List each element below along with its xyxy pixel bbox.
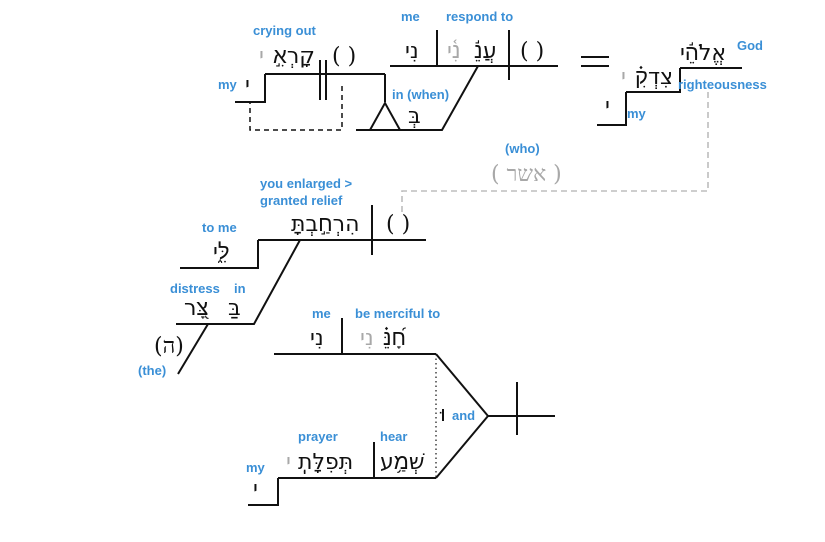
heb-distress: צָּ֭ר: [184, 296, 209, 321]
gloss-in-4: in: [234, 281, 246, 296]
gloss-enlarged-1: you enlarged >: [260, 176, 353, 191]
gloss-righteousness: righteousness: [678, 77, 767, 92]
heb-crying-out: קָרְאִ֣: [273, 44, 315, 69]
heb-my-6: י: [253, 477, 258, 502]
in-distress-diagonal: [176, 239, 301, 325]
heb-prayer-suffix: י: [286, 450, 291, 475]
conjunction-upper-branch: [435, 353, 489, 417]
relative-connector: [401, 92, 709, 212]
subject-placeholder-1: ( ): [332, 44, 356, 69]
heb-crying-suffix: י: [259, 44, 264, 69]
heb-prep-be: בְּ: [408, 104, 421, 129]
conjunction-lower-branch: [435, 415, 489, 479]
gloss-me-merciful: me: [312, 306, 331, 321]
clause-merciful: me be merciful to נִי נִי חָ֝נֵּ֗: [274, 306, 440, 355]
gloss-god: God: [737, 38, 763, 53]
heb-god: אֱלֹהֵ֬י: [680, 41, 726, 66]
clause-enlarged: you enlarged > granted relief הִרְחַ֣בְת…: [138, 176, 426, 378]
gloss-my-6: my: [246, 460, 266, 475]
righteousness-step: [626, 68, 681, 93]
gloss-my-1: my: [218, 77, 238, 92]
triangle-marker: [368, 100, 402, 131]
heb-hear: שְׁמַ֥ע: [380, 450, 425, 475]
gloss-the: (the): [138, 363, 166, 378]
heb-and: וּ: [439, 402, 446, 427]
conjunction-and: וּ and: [435, 353, 555, 479]
gloss-hear: hear: [380, 429, 407, 444]
gloss-my-3: my: [627, 106, 647, 121]
heb-righteousness-suffix: י: [621, 65, 626, 90]
heb-merciful-suffix: נִי: [360, 326, 374, 351]
subject-placeholder-4: ( ): [386, 212, 410, 237]
heb-respond: עֲנֵ֬: [474, 39, 497, 64]
heb-enlarged: הִרְחַ֣בְתָּ: [291, 212, 359, 237]
heb-asher: ( אשר ): [491, 162, 562, 187]
dashed-connector: [249, 86, 343, 131]
my-modifier-step: [235, 74, 266, 103]
heb-object-merciful: נִי: [310, 326, 324, 351]
clause-crying-out: crying out י קָרְאִ֣ ( ) my י: [218, 23, 386, 131]
clause-hear: prayer hear י תְּפִלָּתִֽ שְׁמַ֥ע my י: [246, 429, 436, 506]
to-me-step: [180, 240, 259, 269]
heb-merciful: חָ֝נֵּ֗: [383, 326, 406, 351]
clause-god: God אֱלֹהֵ֬י righteousness י צִדְקִ֗ my …: [401, 38, 767, 212]
heb-respond-suffix: נִ֫י: [447, 39, 460, 64]
gloss-distress: distress: [170, 281, 220, 296]
equals-sign: [581, 56, 609, 67]
subject-placeholder-2: ( ): [520, 39, 544, 64]
heb-prayer: תְּפִלָּתִֽ: [298, 450, 353, 475]
gloss-in-when: in (when): [392, 87, 449, 102]
the-diagonal: [177, 323, 209, 375]
gloss-me-respond: me: [401, 9, 420, 24]
gloss-who: (who): [505, 141, 540, 156]
gloss-and: and: [452, 408, 475, 423]
relative-clause-marker: (who) ( אשר ): [491, 141, 562, 187]
heb-the: (ה): [154, 334, 184, 359]
gloss-to-me: to me: [202, 220, 237, 235]
heb-my-3: י: [605, 94, 610, 119]
heb-righteousness: צִדְקִ֗: [635, 65, 673, 90]
gloss-merciful: be merciful to: [355, 306, 440, 321]
heb-in-4: בַּ: [228, 296, 241, 321]
heb-object-ni: נִי: [405, 39, 419, 64]
clause-respond-to: me respond to נִי נִ֫י עֲנֵ֬ ( ) in (whe…: [356, 9, 558, 131]
my-step-3: [597, 92, 627, 126]
heb-to-me: לִּ֑י: [213, 240, 230, 265]
my-step-6: [248, 478, 279, 506]
gloss-respond-to: respond to: [446, 9, 513, 24]
gloss-enlarged-2: granted relief: [260, 193, 343, 208]
gloss-crying-out: crying out: [253, 23, 317, 38]
heb-my-1: י: [245, 73, 250, 98]
gloss-prayer: prayer: [298, 429, 338, 444]
